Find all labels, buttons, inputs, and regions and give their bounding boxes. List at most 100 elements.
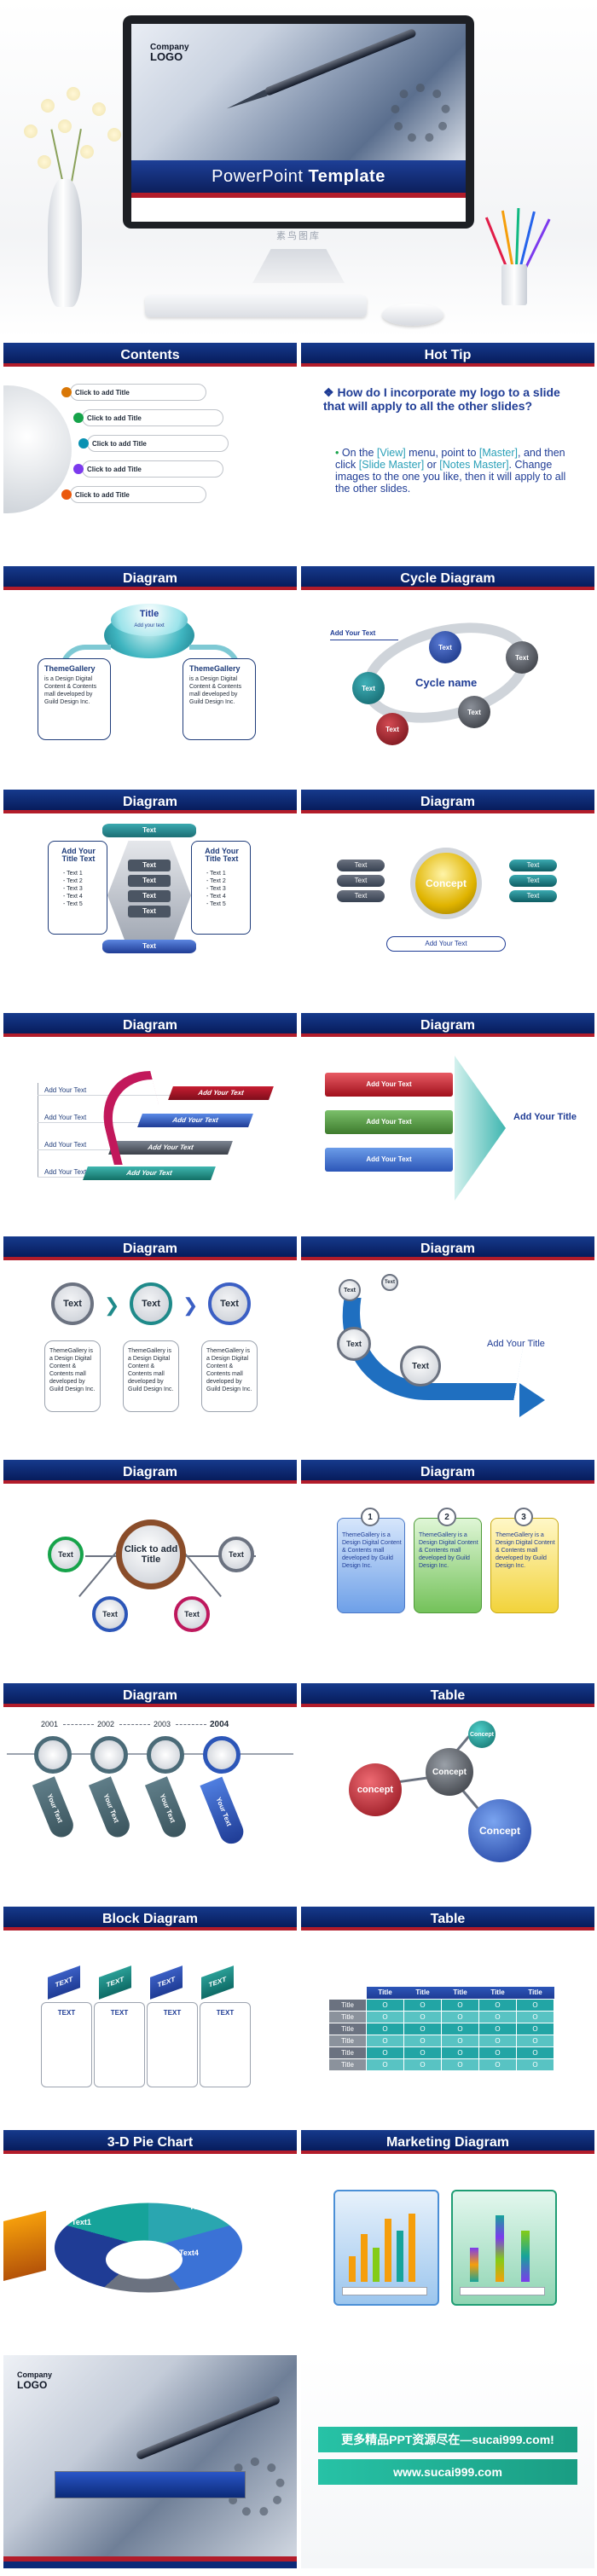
table-cell: O [366,2010,404,2023]
monitor-screen: Company LOGO PowerPoint Template [131,24,466,222]
diagram-center-title: Title [139,609,159,619]
slide-title: Diagram [122,795,178,809]
contents-item[interactable]: Click to add Title [75,491,130,499]
cycle-name: Cycle name [415,676,478,689]
slide-contents: Contents Click to add Title Click to add… [3,343,297,556]
concept-circle: Concept [410,848,482,919]
slide-title: Diagram [122,1018,178,1033]
slide-title: Diagram [122,1688,178,1703]
slide-diagram-concept: Diagram Concept Text Text Text Text Text… [301,790,594,1003]
big-arrow [455,1056,506,1201]
promo-line-1[interactable]: 更多精品PPT资源尽在—sucai999.com! [318,2427,577,2452]
company-logo: Company LOGO [17,2370,53,2391]
table-cell: O [366,2022,404,2035]
table-cell: O [403,2022,442,2035]
slide-title: 3-D Pie Chart [107,2135,194,2150]
slide-diagram-three-circles: Diagram Text Text Text ❯ ❯ ThemeGallery … [3,1236,297,1450]
promo-link[interactable]: www.sucai999.com [318,2459,577,2485]
concept-node: concept [349,1763,402,1816]
table-cell: O [478,2010,517,2023]
table-row-header: Title [328,1998,367,2012]
cycle-node: Text [458,696,490,728]
concept-node: Concept [468,1799,531,1862]
table-cell: O [403,2010,442,2023]
contents-item[interactable]: Click to add Title [75,389,130,397]
slide-hot-tip: Hot Tip ❖ How do I incorporate my logo t… [301,343,594,556]
chevron-right-icon: ❯ [183,1294,199,1316]
diamond-bullet-icon: ❖ [323,385,334,399]
monitor-stand [252,249,345,283]
slide-closing: Company LOGO [3,2355,297,2568]
table-cell: O [441,1998,479,2012]
theme-gallery-box [183,658,256,740]
cycle-node: Text [429,631,461,663]
table-cell: O [516,2046,554,2059]
hub-title: Click to add Title [116,1520,186,1589]
slide-marketing-diagram: Marketing Diagram [301,2130,594,2343]
table-cell: O [441,2022,479,2035]
chevron-right-icon: ❯ [104,1294,120,1316]
slide-diagram-swoosh: Diagram Text Text Text Text Add Your Tit… [301,1236,594,1450]
table-cell: O [516,2022,554,2035]
slide-diagram-timeline: Diagram 2001 2002 2003 2004 Your Text Yo… [3,1683,297,1896]
slide-diagram-steps: Diagram Add Your Text Add Your Text Add … [3,1013,297,1226]
slide-diagram-title: Diagram Title Add your text ThemeGallery… [3,566,297,779]
table-cell: O [403,2034,442,2047]
slide-title: Marketing Diagram [385,2135,510,2150]
contents-item[interactable]: Click to add Title [87,414,142,422]
table-cell: O [478,2046,517,2059]
contents-item[interactable]: Click to add Title [87,466,142,473]
table-cell: O [441,2010,479,2023]
table-header-cell: Title [478,1987,517,1999]
table-cell: O [441,2058,479,2071]
slide-title: Table [430,1912,466,1926]
hero-title: PowerPoint Template [212,167,385,186]
table-cell: O [441,2034,479,2047]
slide-table-network: Table concept Concept Concept Concept [301,1683,594,1896]
slide-title: Block Diagram [101,1912,199,1926]
pen-photo [131,24,466,160]
monitor-brand: 素鸟图库 [276,231,321,241]
monitor: Company LOGO PowerPoint Template 素鸟图库 [123,15,474,241]
table-cell: O [478,2022,517,2035]
theme-gallery-box [38,658,111,740]
table-row-header: Title [328,2046,367,2059]
table-row-header: Title [328,2022,367,2035]
company-logo: Company LOGO [150,43,189,63]
slide-3d-pie-chart: 3-D Pie Chart Text2 Text3 Text1 Text4 Te… [3,2130,297,2343]
vase-decoration [48,179,82,307]
table-cell: O [366,1998,404,2012]
hot-tip-question: ❖ How do I incorporate my logo to a slid… [323,385,560,413]
slide-title: Diagram [122,571,178,586]
cycle-node: Text [352,672,385,704]
slide-title: Table [430,1688,466,1703]
table-cell: O [516,2034,554,2047]
cycle-node: Text [376,713,409,745]
cup [501,264,527,305]
slide-title: Diagram [420,795,476,809]
table-cell: O [366,2034,404,2047]
title-band: PowerPoint Template [131,160,466,193]
slide-title: Diagram [122,1465,178,1479]
slide-title: Cycle Diagram [400,571,496,586]
slide-title: Diagram [420,1242,476,1256]
table-header-cell [329,1987,367,1999]
table-header-cell: Title [441,1987,479,1999]
table-cell: O [366,2046,404,2059]
hero-banner: Company LOGO PowerPoint Template 素鸟图库 [0,0,597,337]
table-cell: O [478,1998,517,2012]
contents-item[interactable]: Click to add Title [92,440,147,448]
promo-panel: 更多精品PPT资源尽在—sucai999.com! www.sucai999.c… [301,2355,594,2568]
table-row-header: Title [328,2058,367,2071]
slide-diagram-cards: Diagram 1 2 3 ThemeGallery is a Design D… [301,1460,594,1673]
slide-diagram-hexagon: Diagram Text Add Your Title Text Add You… [3,790,297,1003]
marketing-chart-left [333,2190,439,2306]
table-cell: O [516,2010,554,2023]
table-row-header: Title [328,2034,367,2047]
